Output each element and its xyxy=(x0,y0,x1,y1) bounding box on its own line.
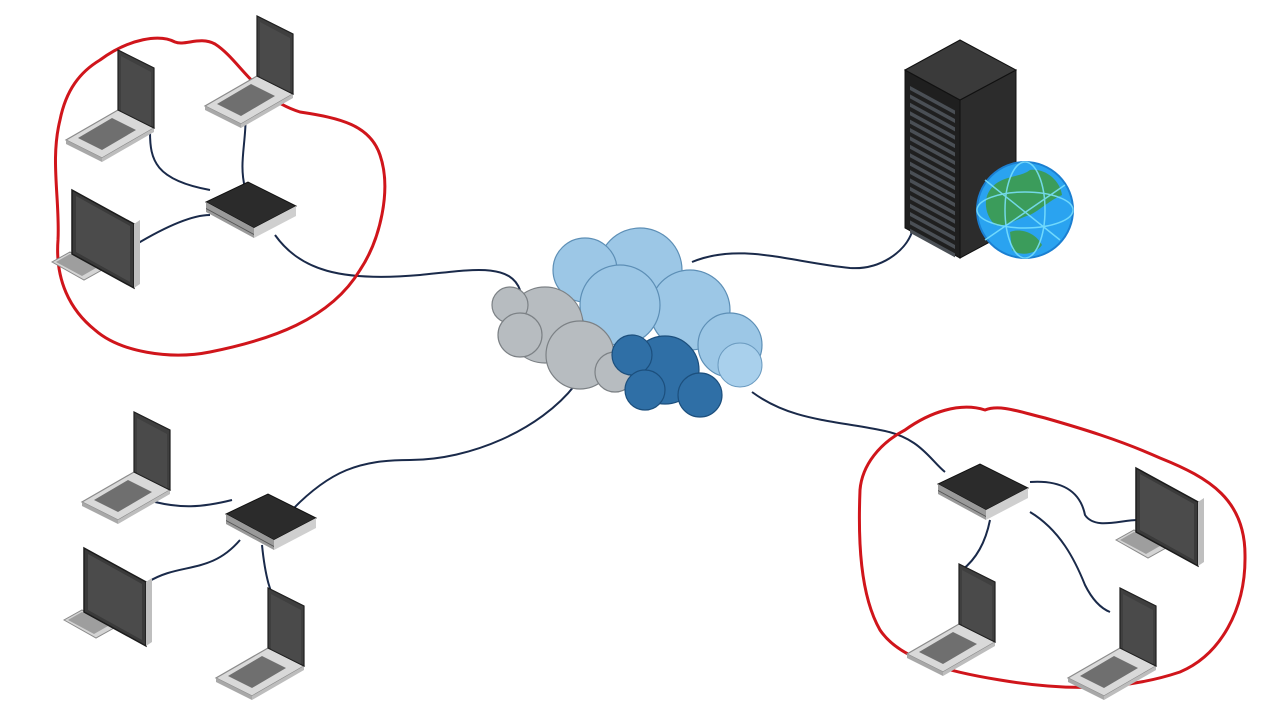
server-slots xyxy=(910,86,955,258)
cable-bl-desktop xyxy=(147,539,241,583)
lan-top-left xyxy=(51,15,297,289)
cable-br-laptop1 xyxy=(961,519,991,571)
server-drive-bay xyxy=(910,170,955,199)
server-drive-bay xyxy=(910,119,955,149)
server-drive-bay xyxy=(910,153,955,182)
desktop-computer-icon xyxy=(1115,467,1205,567)
laptop-icon xyxy=(906,563,996,677)
lan-bottom-right xyxy=(906,463,1205,701)
cable-tl-desktop xyxy=(134,214,211,246)
cable-cloud-br xyxy=(751,391,946,473)
server-drive-bay xyxy=(910,86,955,115)
cable-tl-laptop1 xyxy=(149,131,211,191)
cables xyxy=(134,103,1139,613)
server-drive-bay xyxy=(910,220,955,249)
server-drive-bay xyxy=(910,94,955,123)
server-drive-bay xyxy=(910,144,955,174)
cable-cloud-server xyxy=(691,231,913,270)
desktop-computer-icon xyxy=(51,189,141,289)
router-icon xyxy=(205,181,297,239)
lan-bottom-left xyxy=(63,411,317,701)
router-icon xyxy=(937,463,1029,521)
desktop-computer-icon xyxy=(63,547,153,647)
cable-br-laptop2 xyxy=(1029,511,1111,613)
laptop-icon xyxy=(204,15,294,129)
cloud-icon xyxy=(491,227,763,418)
server-rack-icon xyxy=(903,39,1018,259)
server-drive-bay xyxy=(910,203,955,233)
server-drive-bay xyxy=(910,228,955,258)
highlight-outline-bottom-right xyxy=(857,405,1247,689)
server-drive-bay xyxy=(910,161,955,191)
globe-icon xyxy=(976,161,1074,259)
cable-bl-to-cloud xyxy=(289,384,576,513)
server-drive-bay xyxy=(910,212,955,241)
laptop-icon xyxy=(81,411,171,525)
server-drive-bay xyxy=(910,128,955,157)
cable-br-desktop xyxy=(1029,480,1139,525)
server-drive-bay xyxy=(910,178,955,207)
laptop-icon xyxy=(215,587,305,701)
highlight-outline-top-left xyxy=(53,36,387,357)
server-drive-bay xyxy=(910,111,955,140)
server-drive-bay xyxy=(910,136,955,165)
server-drive-bay xyxy=(910,195,955,224)
server-drive-bay xyxy=(910,186,955,216)
cable-bl-laptop xyxy=(154,499,233,508)
laptop-icon xyxy=(65,49,155,163)
cable-tl-to-cloud xyxy=(274,234,521,291)
server-drive-bay xyxy=(910,102,955,132)
